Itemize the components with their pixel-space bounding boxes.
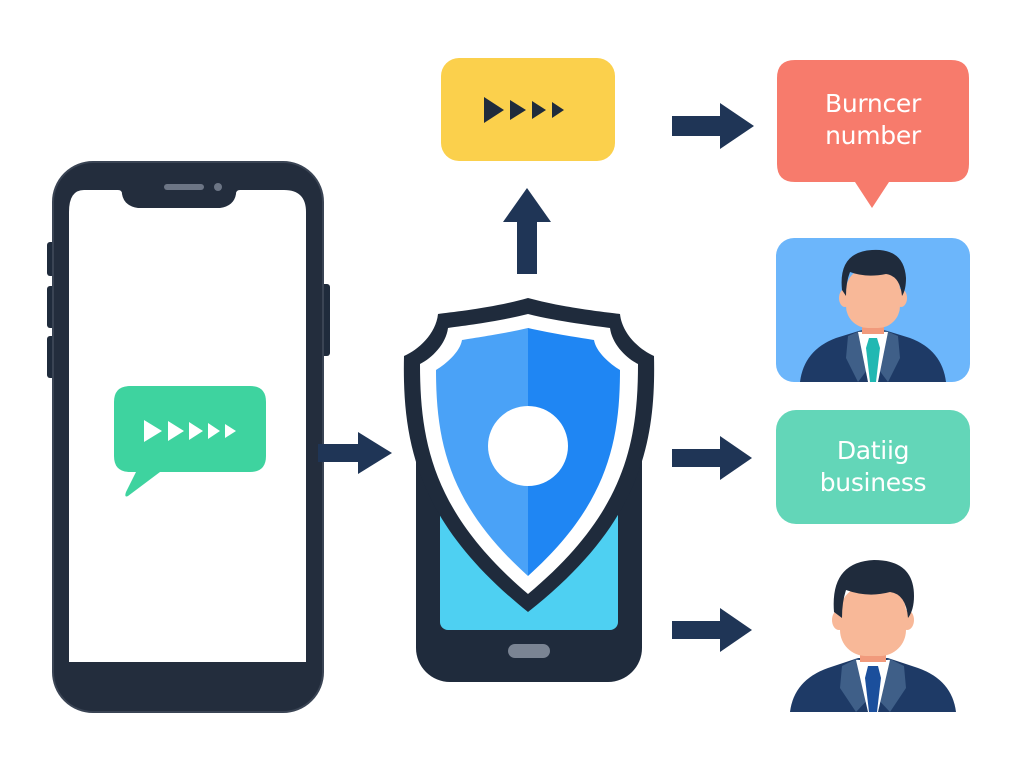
person-card [776, 238, 970, 382]
burner-label-line2: number [825, 121, 921, 150]
chat-bubble-icon [114, 386, 266, 497]
arrow-right [318, 428, 394, 480]
businessman-avatar-icon [800, 249, 946, 382]
arrow-right [672, 103, 756, 149]
forward-box [441, 58, 615, 161]
play-arrows-icon [144, 420, 236, 442]
arrow-right-icon [318, 432, 392, 474]
arrow-right-icon [672, 608, 752, 652]
arrow-up-icon [503, 188, 551, 274]
shield-phone [398, 294, 660, 686]
arrow-up [502, 188, 552, 274]
burner-label-line1: Burncer [825, 89, 921, 118]
dating-label-line1: Datiig [836, 436, 910, 465]
burner-number-bubble: Burncer number [775, 58, 971, 212]
arrow-right-icon [672, 103, 754, 149]
arrow-right-icon [672, 436, 752, 480]
dating-business-box: Datiig business [776, 410, 970, 524]
shield-phone-icon [403, 298, 655, 682]
message-bubble [110, 384, 268, 500]
arrow-right [672, 436, 756, 480]
arrow-right [672, 608, 756, 652]
play-arrows-icon [484, 96, 564, 123]
dating-label-line2: business [819, 468, 927, 497]
person-avatar [788, 556, 958, 714]
businessman-avatar-icon [790, 560, 956, 712]
speech-bubble-icon [777, 60, 969, 208]
circle-dot-icon [488, 406, 568, 486]
